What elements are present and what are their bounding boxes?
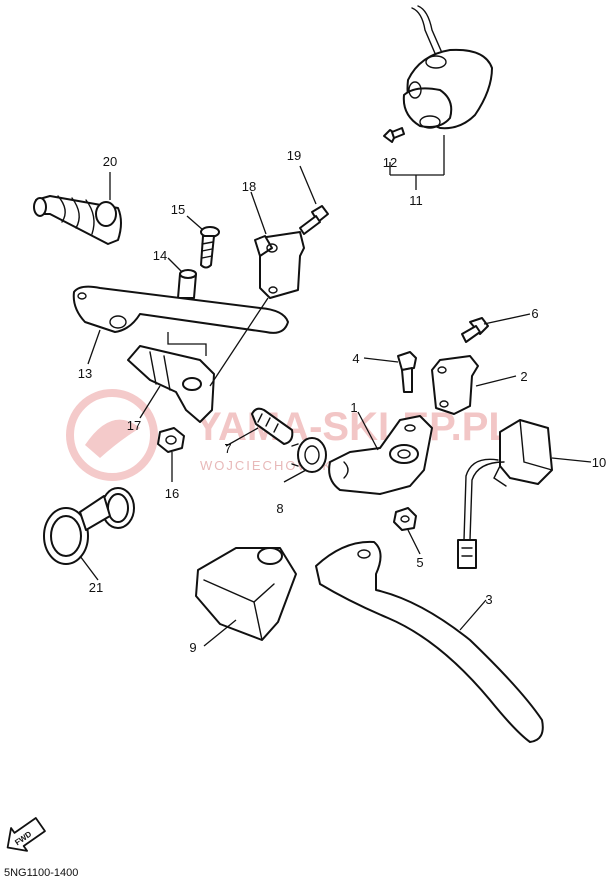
callout-16: 16: [165, 486, 179, 501]
watermark: YAMA-SKLEP.PL WOJCIECHOWSKI BOGDAN: [66, 389, 513, 481]
callout-13: 13: [78, 366, 92, 381]
callout-7: 7: [224, 441, 231, 456]
part-2-clamp[interactable]: [431, 355, 479, 415]
part-6-bolt[interactable]: [461, 317, 489, 343]
part-7-adjuster-bolt[interactable]: [251, 407, 294, 445]
part-4-bolt[interactable]: [397, 351, 417, 393]
diagram-code: 5NG1100-1400: [4, 867, 78, 879]
part-11-switch-housing[interactable]: [402, 5, 493, 130]
part-21-clamp-band[interactable]: [43, 487, 135, 565]
callout-10: 10: [592, 455, 606, 470]
callout-2: 2: [520, 369, 527, 384]
callout-20: 20: [103, 154, 117, 169]
part-3-clutch-lever[interactable]: [315, 540, 544, 743]
callout-3: 3: [485, 592, 492, 607]
part-12-screw[interactable]: [383, 127, 405, 143]
part-8-adjuster-nut[interactable]: [291, 437, 327, 473]
part-16-nut[interactable]: [157, 427, 185, 453]
watermark-title: YAMA-SKLEP.PL: [195, 405, 513, 449]
callout-6: 6: [531, 306, 538, 321]
part-17-bracket[interactable]: [127, 345, 215, 423]
callout-1: 1: [350, 400, 357, 415]
part-19-bolt[interactable]: [299, 205, 329, 235]
part-15-bolt[interactable]: [200, 226, 220, 269]
callout-4: 4: [352, 351, 359, 366]
callout-5: 5: [416, 555, 423, 570]
part-20-dust-boot[interactable]: [33, 195, 122, 245]
callout-21: 21: [89, 580, 103, 595]
watermark-logo-icon: [66, 389, 158, 481]
part-10-clutch-switch[interactable]: [457, 419, 553, 569]
part-5-nut[interactable]: [393, 507, 417, 531]
callout-11: 11: [409, 193, 423, 208]
callout-19: 19: [287, 148, 301, 163]
callout-12: 12: [383, 155, 397, 170]
callout-18: 18: [242, 179, 256, 194]
leader-lines: [79, 135, 592, 647]
callout-14: 14: [153, 248, 167, 263]
callout-numbers: 11 12 20 15 14 18 19 13 17 16 7 8 1 4 2 …: [78, 148, 606, 655]
fwd-arrow-icon: FWD: [6, 817, 46, 852]
callout-15: 15: [171, 202, 185, 217]
callout-17: 17: [127, 418, 141, 433]
callout-9: 9: [189, 640, 196, 655]
part-14-collar[interactable]: [177, 269, 197, 299]
part-13-hot-starter-lever[interactable]: [72, 285, 289, 334]
part-1-lever-holder[interactable]: [328, 415, 433, 495]
part-9-lever-cover[interactable]: [195, 547, 297, 641]
callout-8: 8: [276, 501, 283, 516]
part-18-holder[interactable]: [254, 231, 305, 299]
